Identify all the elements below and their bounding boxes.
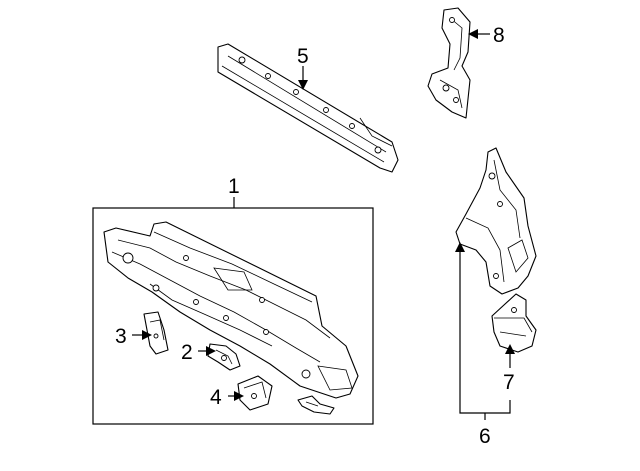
callout-8: 8 [493,24,505,47]
leader-7 [505,344,515,368]
callout-5: 5 [297,45,309,68]
leader-6 [455,242,511,420]
callout-7: 7 [503,371,515,394]
assembly-1-frame [92,207,374,425]
leader-5 [298,66,308,90]
callout-3: 3 [115,325,127,348]
part-3-plate[interactable] [143,311,169,355]
part-7-bracket[interactable] [491,293,537,353]
part-2-clip[interactable] [207,343,241,371]
leader-8 [468,29,490,39]
callout-6: 6 [479,425,491,448]
part-4-bracket[interactable] [237,375,273,411]
callout-4: 4 [210,386,222,409]
leader-4 [228,391,244,401]
small-clip [297,395,335,415]
callout-1: 1 [228,175,240,198]
part-6-quarter-extension[interactable] [455,147,537,295]
part-8-bracket[interactable] [427,7,471,119]
leader-3 [132,330,152,340]
leader-2 [198,346,216,356]
part-5-cross-member[interactable] [217,43,399,173]
callout-2: 2 [181,341,193,364]
part-1-rear-panel[interactable] [103,221,359,399]
